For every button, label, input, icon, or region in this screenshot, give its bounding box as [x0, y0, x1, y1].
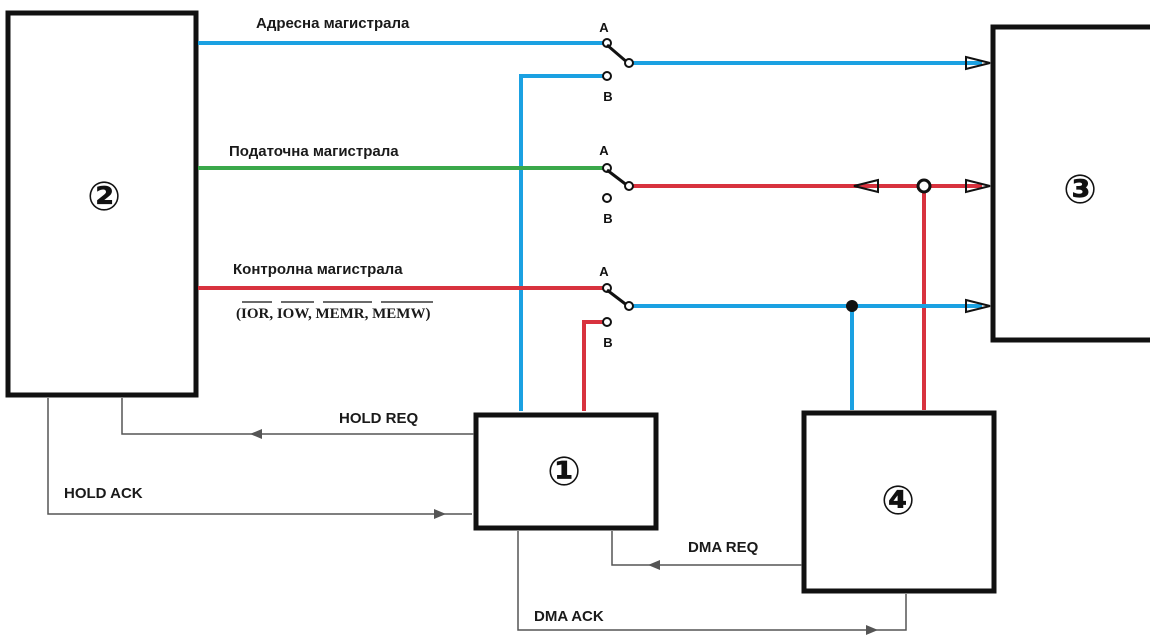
block-3	[990, 24, 1150, 343]
hold-ack-arrow	[434, 509, 446, 519]
data-junction	[916, 178, 932, 194]
control-switch-b-label: B	[603, 335, 612, 350]
dma-req-label: DMA REQ	[688, 539, 759, 556]
address-switch-b-label: B	[603, 89, 612, 104]
hold-req-line	[121, 398, 474, 435]
data-switch-b-label: B	[603, 211, 612, 226]
data-switch-b-contact	[602, 193, 612, 203]
hold-req-label: HOLD REQ	[339, 410, 419, 427]
address-switch: A B	[599, 20, 634, 104]
control-switch-b-contact	[602, 317, 612, 327]
control-junction	[846, 300, 858, 312]
block-4	[801, 410, 997, 594]
block-2-number: ②	[87, 174, 121, 220]
control-signals-label: (IOR, IOW, MEMR, MEMW)	[236, 301, 433, 322]
hold-ack-label: HOLD ACK	[64, 485, 143, 502]
address-switch-a-label: A	[599, 20, 609, 35]
control-switch-a-label: A	[599, 264, 609, 279]
data-bus-label: Податочна магистрала	[229, 143, 399, 160]
address-switch-blade	[606, 43, 629, 65]
hold-req-arrow	[250, 429, 262, 439]
data-switch-blade	[606, 168, 629, 188]
address-switch-b-contact	[602, 71, 612, 81]
control-switch-blade	[606, 288, 629, 308]
block-2	[5, 10, 199, 398]
signal-iow: IOW	[277, 306, 310, 322]
dma-ack-label: DMA ACK	[534, 608, 604, 625]
dma-ack-arrow	[866, 625, 878, 635]
block-1-number: ①	[547, 449, 581, 495]
address-arrow	[965, 55, 991, 71]
address-bus-label: Адресна магистрала	[256, 15, 410, 32]
data-switch: A B	[599, 143, 634, 226]
control-switch: A B	[599, 264, 634, 350]
dma-req-arrow	[648, 560, 660, 570]
data-switch-pivot	[624, 181, 634, 191]
control-switch-pivot	[624, 301, 634, 311]
data-switch-a-label: A	[599, 143, 609, 158]
address-switch-pivot	[624, 58, 634, 68]
data-arrow-right	[965, 178, 991, 194]
control-signals-text: (IOR, IOW, MEMR, MEMW)	[236, 306, 430, 322]
block-4-number: ④	[881, 478, 915, 524]
block-1	[473, 412, 659, 531]
control-bus-label: Контролна магистрала	[233, 261, 403, 278]
dma-req-line	[611, 531, 802, 566]
dma-ack-line	[517, 531, 907, 631]
control-arrow	[965, 298, 991, 314]
signal-memr: MEMR	[315, 306, 364, 322]
block-3-number: ③	[1063, 167, 1097, 213]
signal-memw: MEMW	[372, 306, 425, 322]
signal-ior: IOR	[241, 306, 270, 322]
data-arrow-left	[853, 178, 879, 194]
hold-ack-line	[47, 398, 472, 515]
